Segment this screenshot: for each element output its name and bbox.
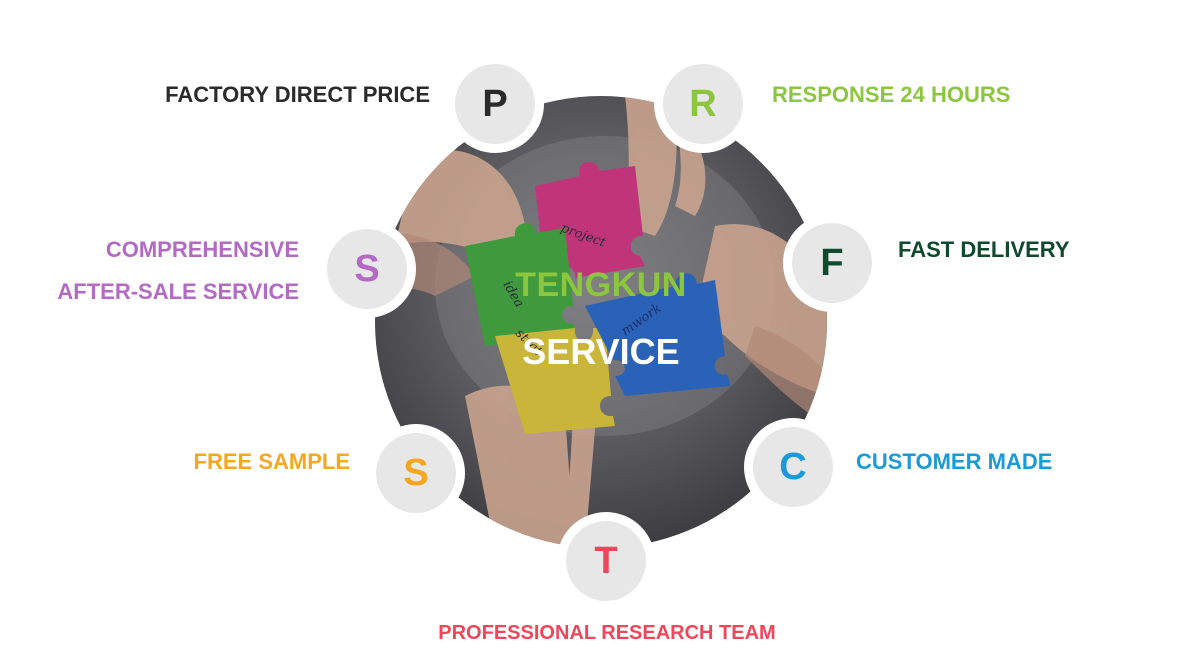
- hub-subtitle: SERVICE: [522, 331, 680, 372]
- hub-title: TENGKUN: [515, 266, 687, 304]
- node-f: F: [792, 223, 872, 303]
- node-r: R: [663, 64, 743, 144]
- label-factory-direct-price: FACTORY DIRECT PRICE: [165, 82, 430, 107]
- node-t: T: [566, 521, 646, 601]
- node-c: C: [753, 427, 833, 507]
- node-s-after-sale: S: [327, 229, 407, 309]
- label-comprehensive: COMPREHENSIVE: [105, 237, 299, 262]
- label-customer-made: CUSTOMER MADE: [856, 449, 1053, 474]
- label-professional-research-team: PROFESSIONAL RESEARCH TEAM: [438, 622, 776, 644]
- label-fast-delivery: FAST DELIVERY: [898, 237, 1070, 262]
- label-free-sample: FREE SAMPLE: [193, 449, 350, 474]
- node-s-sample: S: [376, 433, 456, 513]
- node-p: P: [455, 64, 535, 144]
- label-response-24-hours: RESPONSE 24 HOURS: [772, 82, 1011, 107]
- label-after-sale-service: AFTER-SALE SERVICE: [57, 279, 299, 304]
